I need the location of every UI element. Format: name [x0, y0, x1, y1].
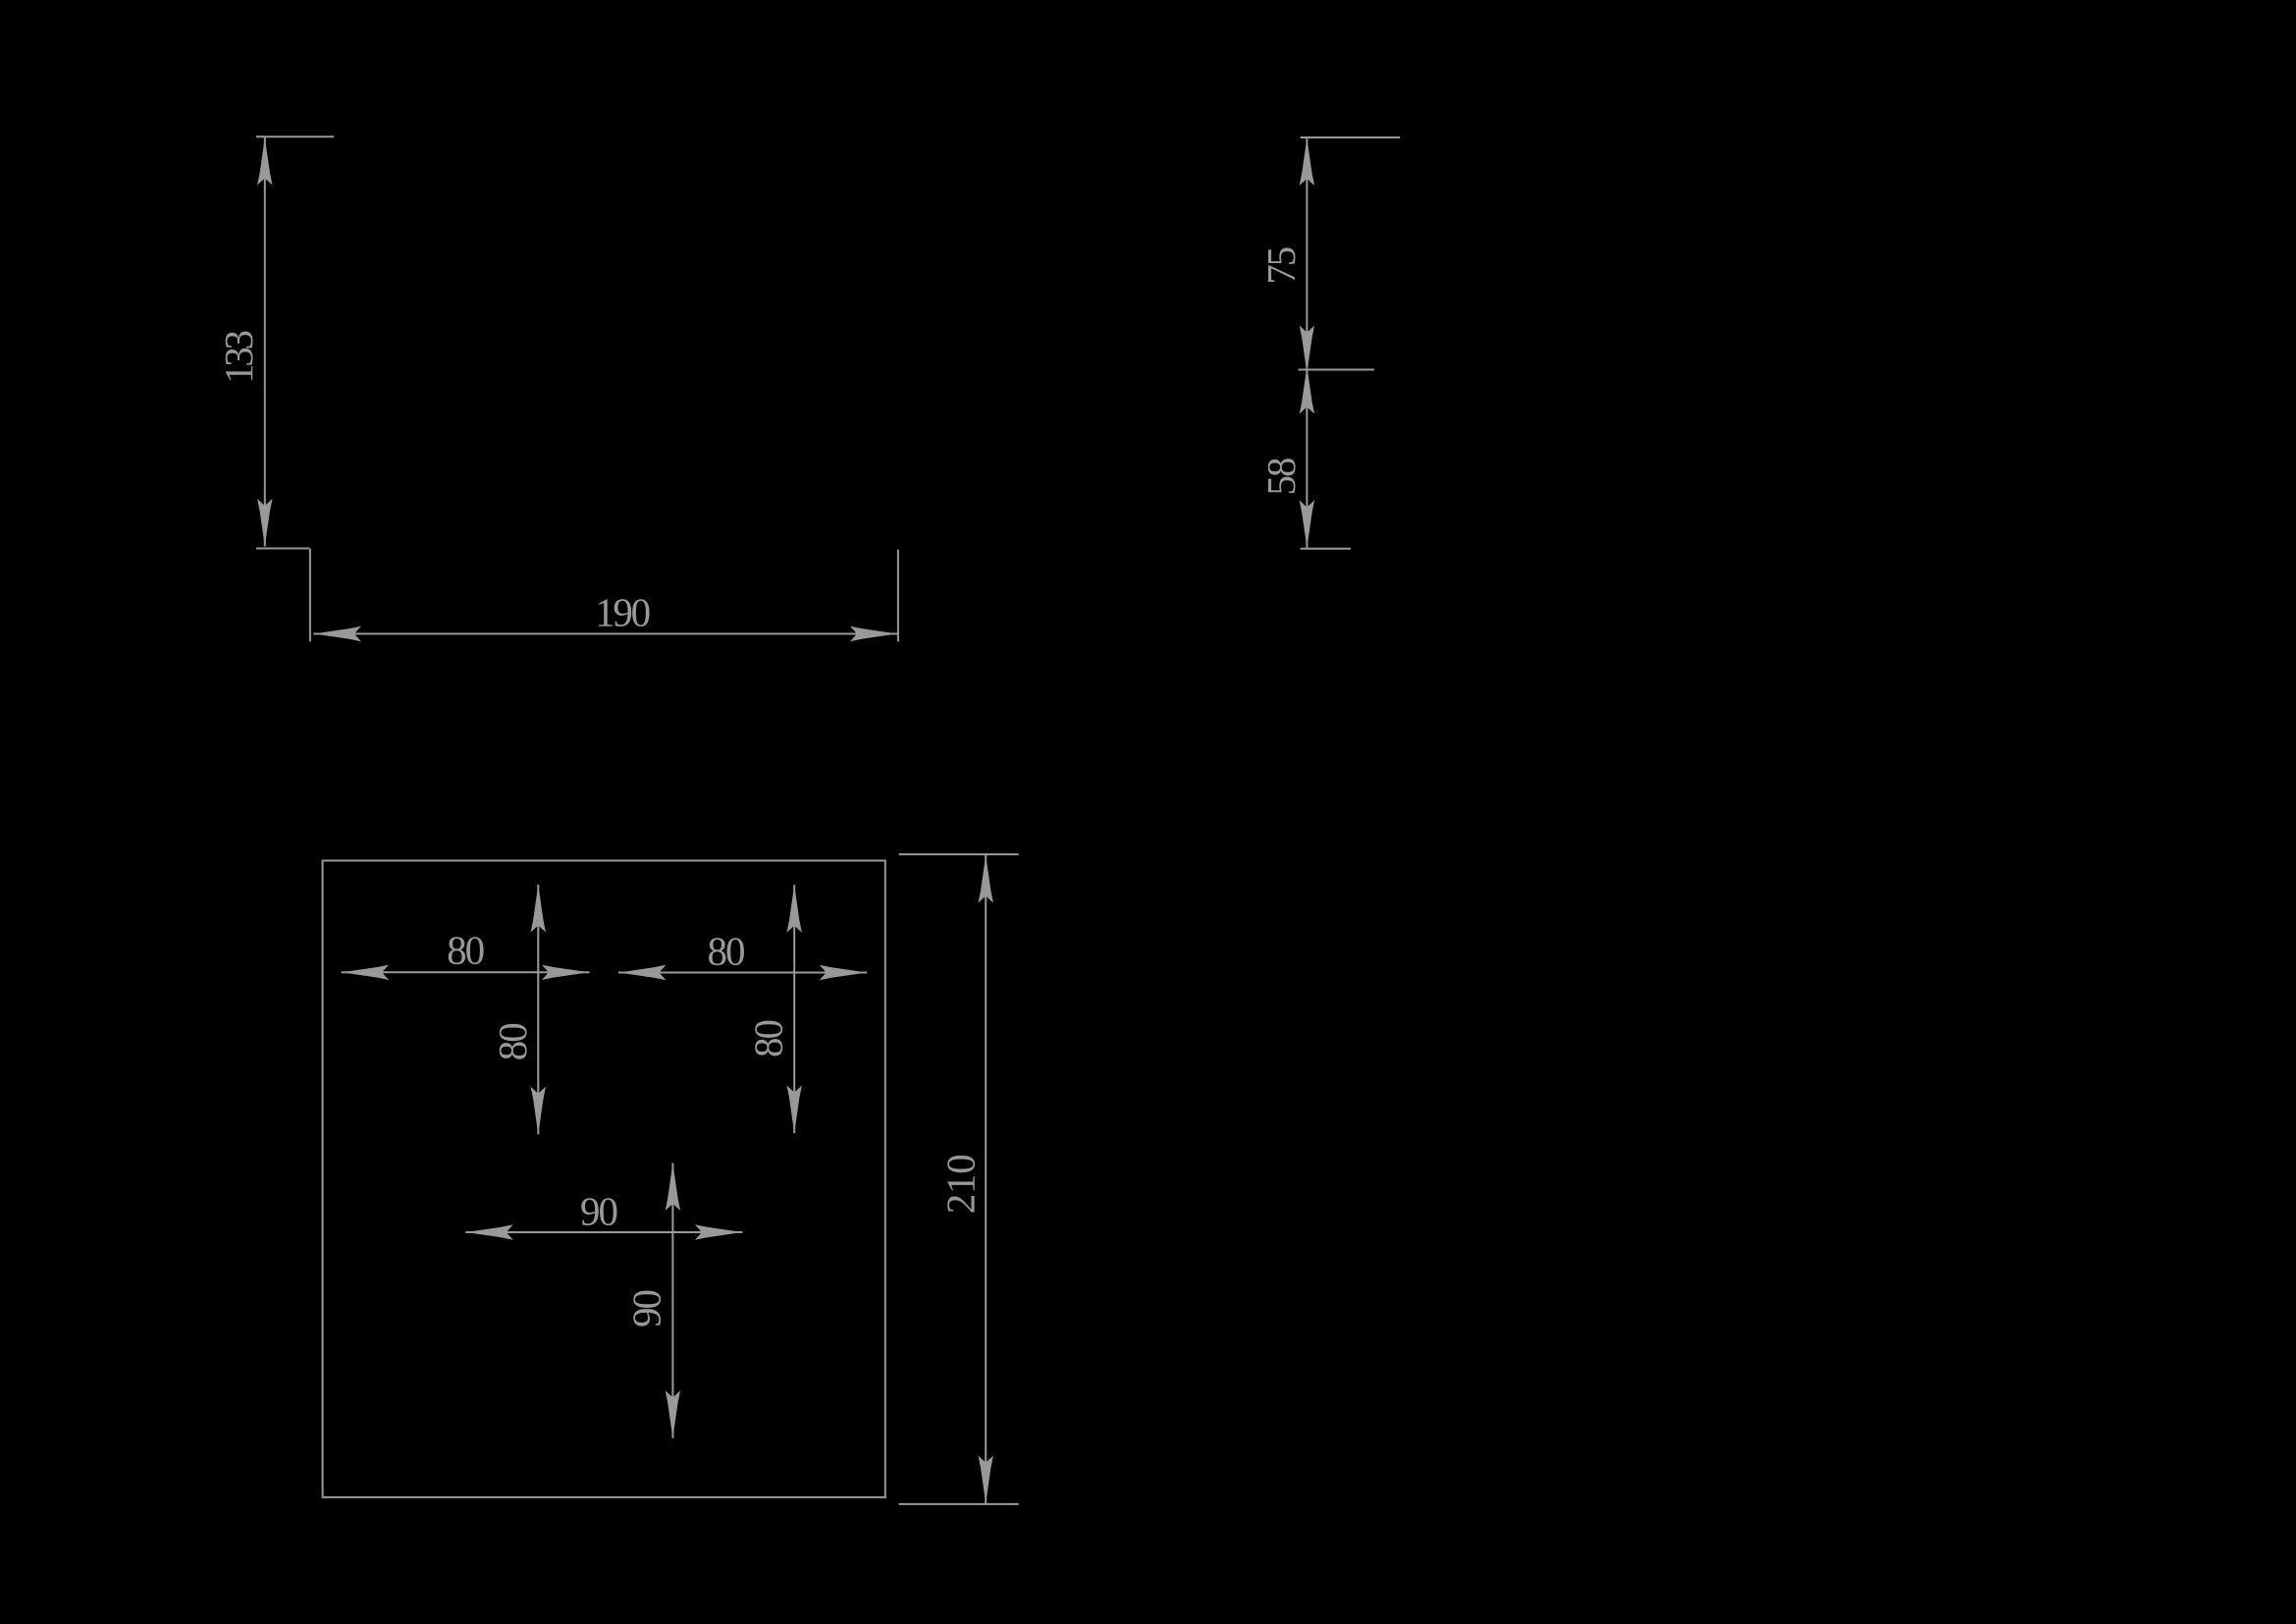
- svg-text:58: 58: [1258, 458, 1304, 496]
- svg-text:90: 90: [624, 1289, 669, 1327]
- svg-text:80: 80: [708, 929, 746, 974]
- svg-text:190: 190: [595, 590, 651, 635]
- svg-text:90: 90: [580, 1189, 618, 1234]
- svg-text:80: 80: [745, 1019, 790, 1057]
- svg-text:133: 133: [216, 330, 261, 384]
- svg-text:75: 75: [1258, 246, 1304, 285]
- svg-text:80: 80: [490, 1022, 535, 1060]
- svg-text:80: 80: [447, 927, 485, 972]
- svg-text:210: 210: [938, 1154, 984, 1214]
